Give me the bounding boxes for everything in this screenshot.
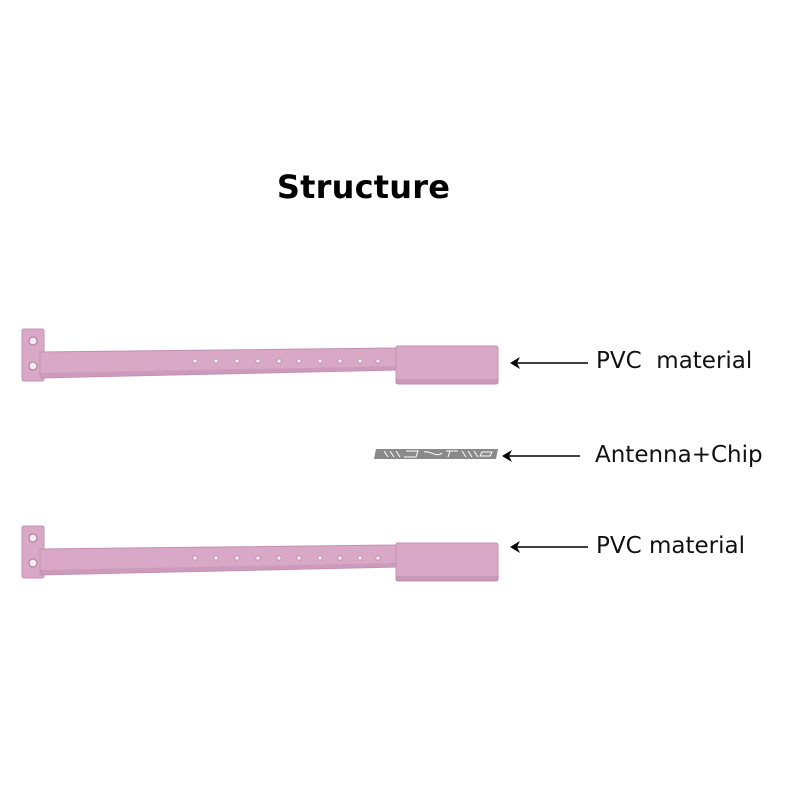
rfid-inlay-icon (374, 449, 498, 459)
wristband-icon (21, 328, 499, 385)
wristband-icon (21, 525, 499, 582)
layer-label-bottom-pvc: PVC material (596, 533, 745, 559)
layer-label-top-pvc: PVC material (596, 348, 753, 374)
layer-label-antenna-chip: Antenna+Chip (595, 442, 763, 468)
rfid-inlay (372, 447, 500, 461)
wristband-top-layer (20, 326, 502, 386)
diagram-title: Structure (276, 168, 451, 206)
arrow-left-icon (500, 448, 580, 464)
arrow-left-icon (508, 355, 588, 371)
wristband-bottom-layer (20, 523, 502, 583)
arrow-left-icon (508, 539, 588, 555)
